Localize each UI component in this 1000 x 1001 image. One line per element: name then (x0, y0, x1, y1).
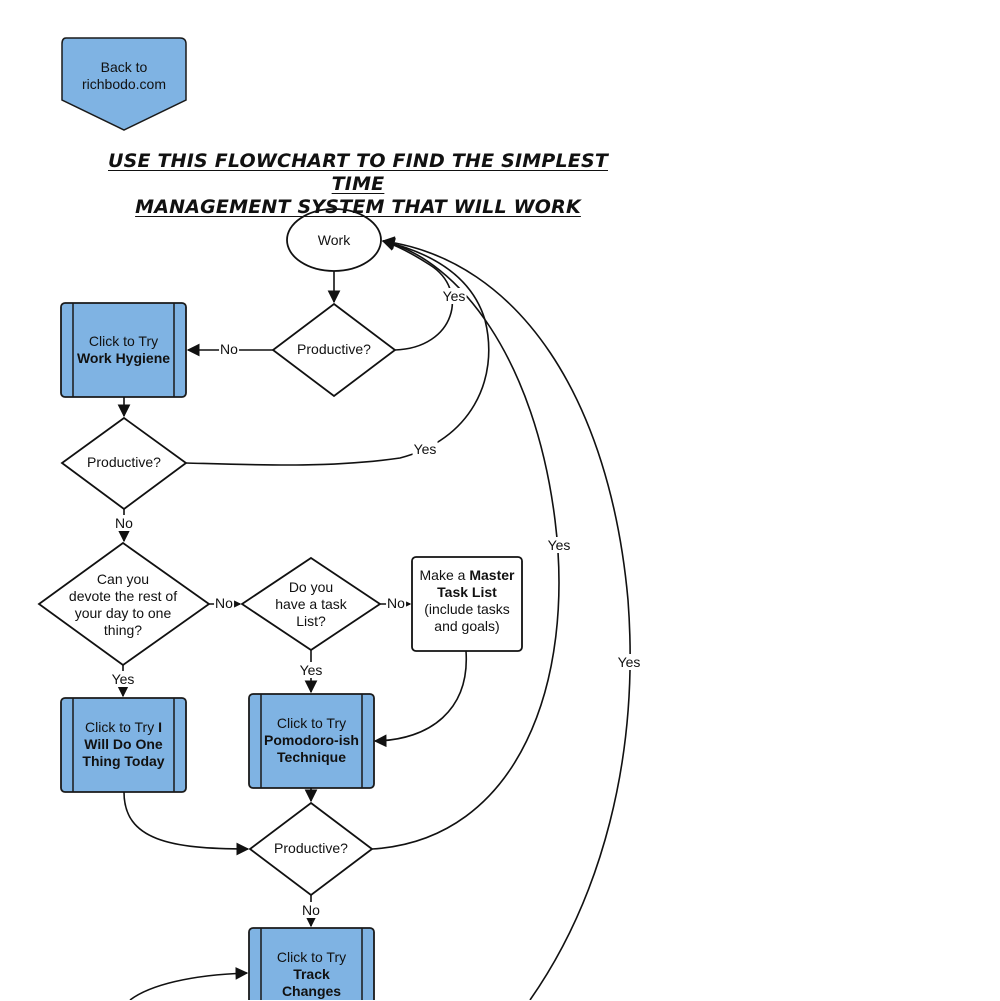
edge-productive3-yes-to-work (371, 237, 560, 850)
title-line1: USE THIS FLOWCHART TO FIND THE SIMPLEST … (108, 150, 608, 195)
one-thing-today-bold1: I (158, 718, 162, 735)
back-button-line2: richbodo.com (81, 76, 167, 92)
master-task-list-bold2: Task List (437, 584, 497, 600)
one-thing-today-bold2: Will Do One (84, 735, 163, 752)
edge-label-yes-productive1: Yes (441, 288, 467, 304)
track-changes-node[interactable]: Click to Try Track Changes (261, 947, 362, 1001)
edge-label-yes-productive3: Yes (546, 537, 572, 553)
productive-3-label: Productive? (274, 839, 348, 856)
productive-3-node: Productive? (250, 837, 372, 859)
devote-day-line2: devote the rest of (68, 588, 178, 604)
pomodoro-prefix: Click to Try (276, 714, 347, 731)
edge-label-no-tasklist: No (386, 595, 406, 611)
track-changes-box[interactable] (248, 927, 375, 1000)
track-changes-name: Track (293, 965, 330, 982)
back-button-shape[interactable] (61, 37, 187, 131)
track-changes-name2: Changes (281, 982, 342, 999)
productive-1-node: Productive? (273, 338, 395, 360)
one-thing-today-line1: Click to Try I (85, 719, 162, 736)
edge-loop-to-track (129, 967, 249, 1000)
master-task-list-node: Make a Master Task List (include tasks a… (412, 566, 522, 636)
work-hygiene-name: Work Hygiene (76, 350, 171, 366)
edge-onething-to-productive3 (123, 791, 250, 856)
edge-master-to-pomodoro (373, 650, 467, 748)
back-button[interactable]: Back to richbodo.com (62, 56, 186, 96)
productive-2-label: Productive? (87, 453, 161, 470)
productive-1-label: Productive? (297, 340, 371, 357)
devote-day-line4: thing? (103, 622, 143, 638)
edge-label-yes-devote: Yes (110, 671, 136, 687)
work-hygiene-box[interactable] (60, 302, 187, 398)
work-node: Work (287, 229, 381, 251)
pomodoro-name: Pomodoro-ish (264, 731, 359, 748)
edge-productive1-yes-to-work (381, 238, 454, 351)
master-task-list-prefix: Make a (419, 567, 466, 583)
one-thing-today-node[interactable]: Click to Try I Will Do One Thing Today (73, 717, 174, 771)
work-node-label: Work (317, 231, 351, 248)
edge-label-no-productive1: No (219, 341, 239, 357)
one-thing-today-box[interactable] (60, 697, 187, 793)
task-list-question-node: Do you have a task List? (255, 578, 367, 630)
edge-label-yes-tasklist: Yes (298, 662, 324, 678)
work-hygiene-node[interactable]: Click to Try Work Hygiene (73, 328, 174, 372)
one-thing-today-prefix: Click to Try (84, 718, 155, 735)
page-title: USE THIS FLOWCHART TO FIND THE SIMPLEST … (80, 150, 636, 219)
title-line2: MANAGEMENT SYSTEM THAT WILL WORK (135, 196, 581, 218)
task-list-question-line2: have a task (275, 595, 347, 612)
one-thing-today-bold3: Thing Today (82, 752, 165, 769)
task-list-question-line3: List? (296, 612, 326, 629)
edge-productive2-yes-to-work (185, 237, 490, 466)
back-button-line1: Back to (100, 59, 148, 75)
edge-label-no-devote: No (214, 595, 234, 611)
work-hygiene-prefix: Click to Try (88, 333, 159, 349)
master-task-list-line1: Make a Master (420, 567, 515, 584)
master-task-list-bold1: Master (469, 567, 515, 583)
master-task-list-shape (411, 556, 523, 652)
pomodoro-name2: Technique (277, 748, 346, 765)
edge-label-yes-productive2: Yes (412, 441, 438, 457)
devote-day-line3: your day to one (74, 605, 172, 621)
edge-far-yes-to-work (381, 236, 631, 1000)
task-list-question-line1: Do you (288, 578, 334, 595)
productive-2-node: Productive? (62, 451, 186, 473)
master-task-list-line4: and goals) (434, 618, 500, 634)
track-changes-prefix: Click to Try (276, 948, 347, 965)
edge-label-yes-far: Yes (616, 654, 642, 670)
edge-label-no-productive2: No (114, 515, 134, 531)
edge-label-no-productive3: No (301, 902, 321, 918)
pomodoro-node[interactable]: Click to Try Pomodoro-ish Technique (255, 713, 368, 767)
productive-1-shape (271, 302, 397, 398)
devote-day-node: Can you devote the rest of your day to o… (55, 570, 191, 640)
master-task-list-line3: (include tasks (424, 601, 510, 617)
devote-day-line1: Can you (96, 571, 150, 587)
